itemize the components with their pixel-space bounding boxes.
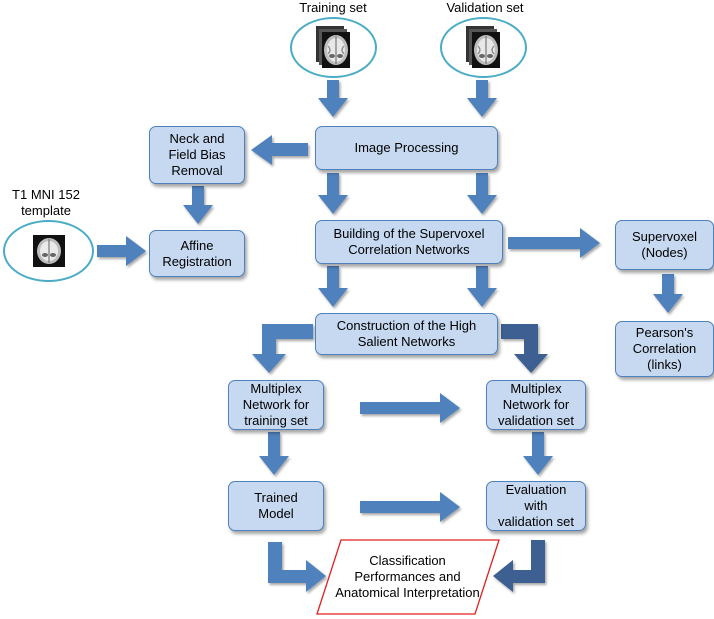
- brain-mri-slice-icon: [465, 25, 501, 69]
- pearson-correlation-box: Pearson's Correlation (links): [615, 321, 714, 377]
- arrow-processing-to-building-left: [318, 173, 348, 214]
- building-networks-box: Building of the Supervoxel Correlation N…: [315, 220, 503, 264]
- brain-mri-slice-icon: [32, 235, 65, 267]
- template-oval: [3, 220, 94, 282]
- arrow-building-to-construction-right: [467, 266, 497, 307]
- template-label: T1 MNI 152 template: [12, 187, 80, 218]
- arrow-multiplex-to-trained-model: [259, 432, 289, 475]
- evaluation-box: Evaluation with validation set: [486, 481, 586, 531]
- supervoxel-nodes-box: Supervoxel (Nodes): [615, 220, 714, 270]
- arrow-validation-to-processing: [467, 80, 497, 117]
- arrow-evaluation-to-classification: [493, 540, 545, 592]
- trained-model-box: Trained Model: [228, 481, 324, 531]
- arrow-template-to-affine: [97, 236, 146, 266]
- arrow-trained-to-evaluation: [360, 492, 460, 522]
- arrow-processing-to-neck: [251, 135, 308, 165]
- multiplex-training-box: Multiplex Network for training set: [228, 380, 324, 430]
- classification-output-text: Classification Performances and Anatomic…: [335, 553, 480, 600]
- arrow-trained-to-classification: [268, 542, 326, 592]
- arrow-building-to-supervoxel: [508, 228, 600, 258]
- classification-output-shape: [316, 539, 500, 615]
- construction-salient-networks-box: Construction of the High Salient Network…: [315, 313, 498, 355]
- validation-set-label: Validation set: [446, 0, 524, 15]
- multiplex-validation-box: Multiplex Network for validation set: [486, 380, 586, 430]
- arrow-construction-to-multiplex-validation: [501, 324, 548, 373]
- neck-field-bias-removal-box: Neck and Field Bias Removal: [149, 126, 245, 184]
- image-processing-box: Image Processing: [315, 126, 498, 170]
- arrow-neck-to-affine: [183, 186, 213, 224]
- arrow-supervoxel-to-pearson: [653, 274, 683, 313]
- arrow-building-to-construction-left: [318, 266, 348, 307]
- arrow-multiplex-to-evaluation: [523, 432, 553, 475]
- validation-set-oval: [440, 17, 527, 78]
- training-set-oval: [290, 17, 377, 78]
- arrow-training-to-processing: [318, 80, 348, 117]
- arrow-multiplex-training-to-validation: [360, 393, 460, 423]
- training-set-label: Training set: [299, 0, 367, 15]
- affine-registration-box: Affine Registration: [149, 230, 245, 277]
- arrow-processing-to-building-right: [467, 173, 497, 214]
- arrow-construction-to-multiplex-training: [252, 324, 313, 373]
- brain-mri-slice-icon: [315, 25, 351, 69]
